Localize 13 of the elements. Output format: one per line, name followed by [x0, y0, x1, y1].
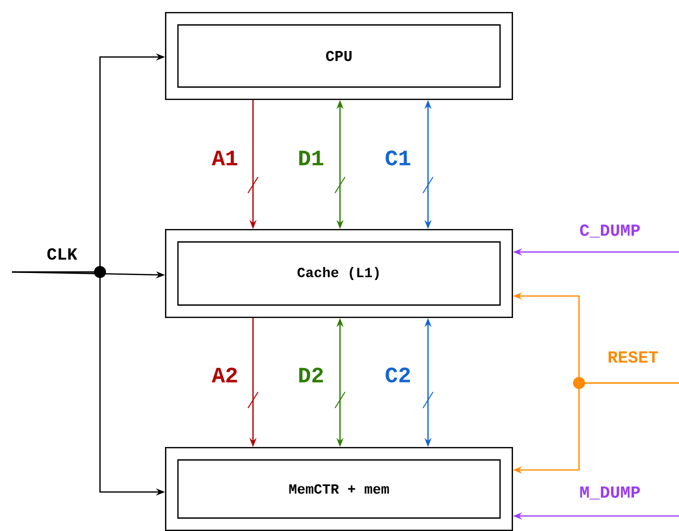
edge-label: A1 [212, 150, 238, 166]
edge-label: C_DUMP [580, 224, 640, 238]
component-box: MemCTR + mem [165, 447, 513, 531]
edge-label: D2 [299, 368, 323, 382]
edge-label: CLK [47, 248, 78, 260]
edge-label: A2 [212, 368, 237, 382]
edge-label: RESET [608, 351, 658, 363]
edge-label: D1 [299, 150, 324, 166]
edge-label: M_DUMP [580, 486, 640, 500]
component-box: CPU [165, 12, 513, 100]
component-box: Cache (L1) [165, 229, 513, 318]
edge-label: C2 [386, 368, 410, 382]
edge-label: C1 [386, 150, 410, 166]
